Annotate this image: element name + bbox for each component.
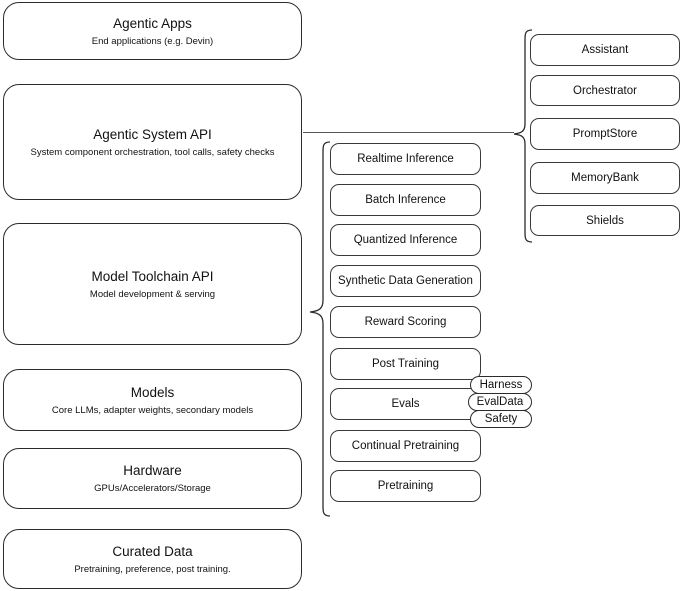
- layer-models[interactable]: Models Core LLMs, adapter weights, secon…: [3, 369, 302, 431]
- chip-label: Shields: [586, 214, 624, 227]
- layer-subtitle: GPUs/Accelerators/Storage: [94, 483, 211, 494]
- layer-subtitle: System component orchestration, tool cal…: [30, 146, 275, 158]
- system-component-promptstore[interactable]: PromptStore: [530, 118, 680, 150]
- toolchain-realtime-inference[interactable]: Realtime Inference: [330, 143, 481, 175]
- evals-subcomponent-harness[interactable]: Harness: [470, 376, 532, 394]
- toolchain-continual-pretraining[interactable]: Continual Pretraining: [330, 430, 481, 462]
- chip-label: Reward Scoring: [364, 316, 447, 328]
- system-component-orchestrator[interactable]: Orchestrator: [530, 75, 680, 106]
- system-component-shields[interactable]: Shields: [530, 205, 680, 236]
- layer-title: Hardware: [123, 463, 182, 478]
- evals-subcomponent-safety[interactable]: Safety: [470, 410, 532, 428]
- layer-title: Curated Data: [112, 543, 193, 559]
- layer-agentic-system-api[interactable]: Agentic System API System component orch…: [3, 84, 302, 200]
- evals-subcomponent-evaldata[interactable]: EvalData: [468, 393, 532, 411]
- layer-curated-data[interactable]: Curated Data Pretraining, preference, po…: [3, 529, 302, 589]
- toolchain-synthetic-data-generation[interactable]: Synthetic Data Generation: [330, 265, 481, 297]
- brace-toolchain-group: [309, 141, 331, 517]
- chip-label: Continual Pretraining: [351, 440, 460, 452]
- layer-subtitle: Model development & serving: [89, 288, 216, 300]
- chip-label: Pretraining: [377, 480, 434, 492]
- system-component-memorybank[interactable]: MemoryBank: [530, 162, 680, 194]
- layer-subtitle: Core LLMs, adapter weights, secondary mo…: [51, 404, 254, 416]
- chip-label: Quantized Inference: [353, 234, 458, 246]
- chip-label: Batch Inference: [365, 194, 446, 206]
- connector-system-api-to-components: [303, 132, 514, 134]
- layer-subtitle: End applications (e.g. Devin): [91, 35, 214, 47]
- chip-label: Realtime Inference: [357, 153, 454, 165]
- pill-label: Harness: [479, 378, 523, 391]
- chip-label: Synthetic Data Generation: [338, 275, 473, 287]
- layer-title: Agentic Apps: [113, 15, 192, 31]
- layer-title: Model Toolchain API: [91, 268, 214, 284]
- toolchain-reward-scoring[interactable]: Reward Scoring: [330, 306, 481, 338]
- toolchain-evals[interactable]: Evals: [330, 388, 481, 420]
- chip-label: Post Training: [371, 358, 440, 370]
- chip-label: Orchestrator: [573, 84, 637, 97]
- layer-title: Agentic System API: [93, 126, 212, 142]
- layer-subtitle: Pretraining, preference, post training.: [74, 563, 231, 575]
- pill-label: EvalData: [476, 395, 524, 408]
- layer-hardware[interactable]: Hardware GPUs/Accelerators/Storage: [3, 448, 302, 509]
- chip-label: MemoryBank: [571, 172, 639, 184]
- layer-agentic-apps[interactable]: Agentic Apps End applications (e.g. Devi…: [3, 2, 302, 60]
- brace-system-components-group: [513, 29, 533, 243]
- system-component-assistant[interactable]: Assistant: [530, 34, 680, 66]
- toolchain-batch-inference[interactable]: Batch Inference: [330, 184, 481, 216]
- chip-label: Evals: [391, 398, 420, 410]
- layer-model-toolchain-api[interactable]: Model Toolchain API Model development & …: [3, 223, 302, 345]
- chip-label: PromptStore: [572, 128, 638, 140]
- toolchain-quantized-inference[interactable]: Quantized Inference: [330, 224, 481, 256]
- chip-label: Assistant: [581, 44, 629, 56]
- layer-title: Models: [130, 384, 175, 400]
- toolchain-pretraining[interactable]: Pretraining: [330, 470, 481, 502]
- toolchain-post-training[interactable]: Post Training: [330, 348, 481, 380]
- pill-label: Safety: [484, 412, 518, 425]
